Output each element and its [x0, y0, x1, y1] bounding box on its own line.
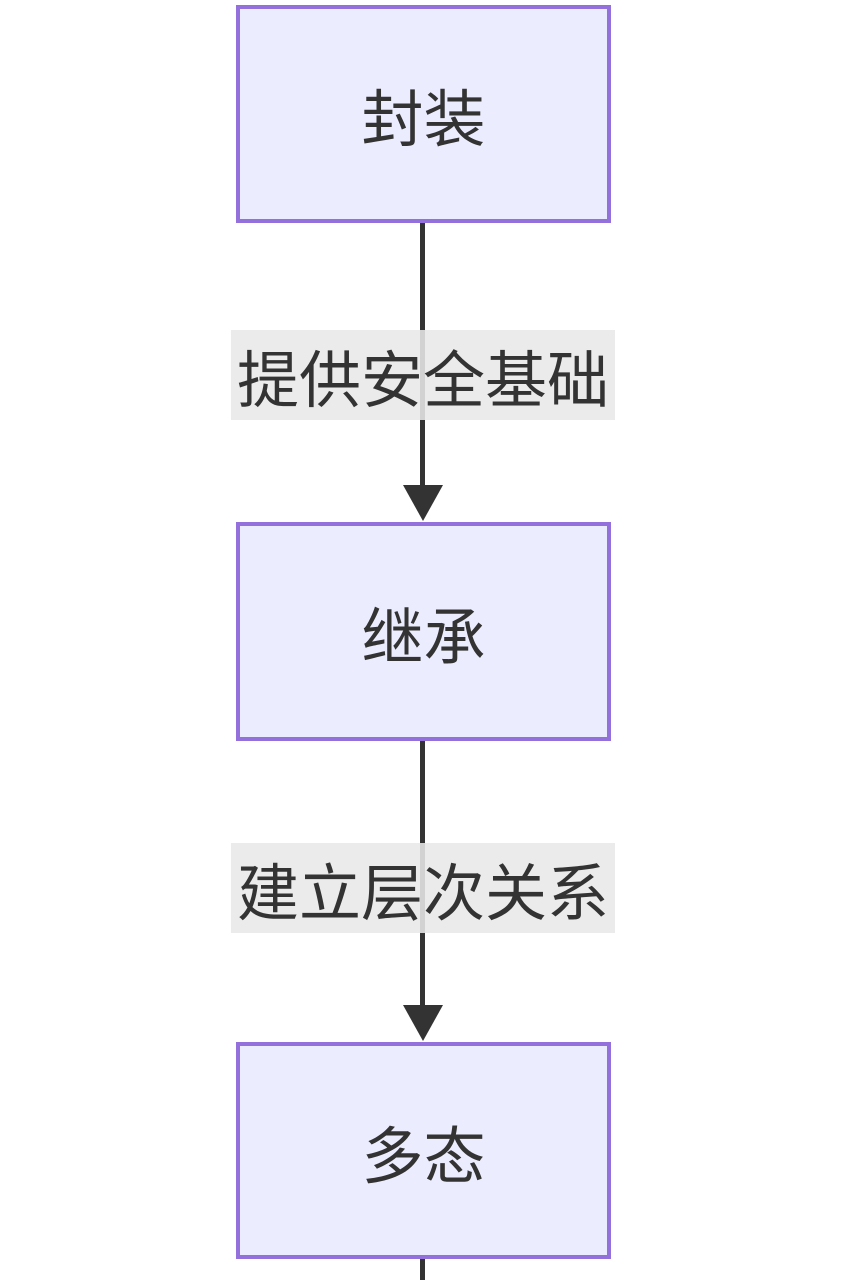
node-inheritance: 继承 — [236, 522, 611, 741]
node-label: 封装 — [361, 86, 486, 155]
node-label: 多态 — [361, 1122, 486, 1192]
edge-label-security-foundation: 提供安全基础 — [230, 330, 616, 420]
node-encapsulation: 封装 — [236, 5, 611, 223]
arrowhead-down-icon — [403, 485, 443, 521]
node-label: 继承 — [361, 603, 486, 673]
edge-label-text: 建立层次关系 — [236, 860, 610, 929]
edge-label-text: 提供安全基础 — [236, 347, 610, 416]
arrowhead-down-icon — [403, 1005, 443, 1041]
edge-line-3-stub — [420, 1258, 425, 1280]
edge-label-hierarchy-relation: 建立层次关系 — [230, 843, 616, 933]
node-polymorphism: 多态 — [236, 1042, 611, 1259]
